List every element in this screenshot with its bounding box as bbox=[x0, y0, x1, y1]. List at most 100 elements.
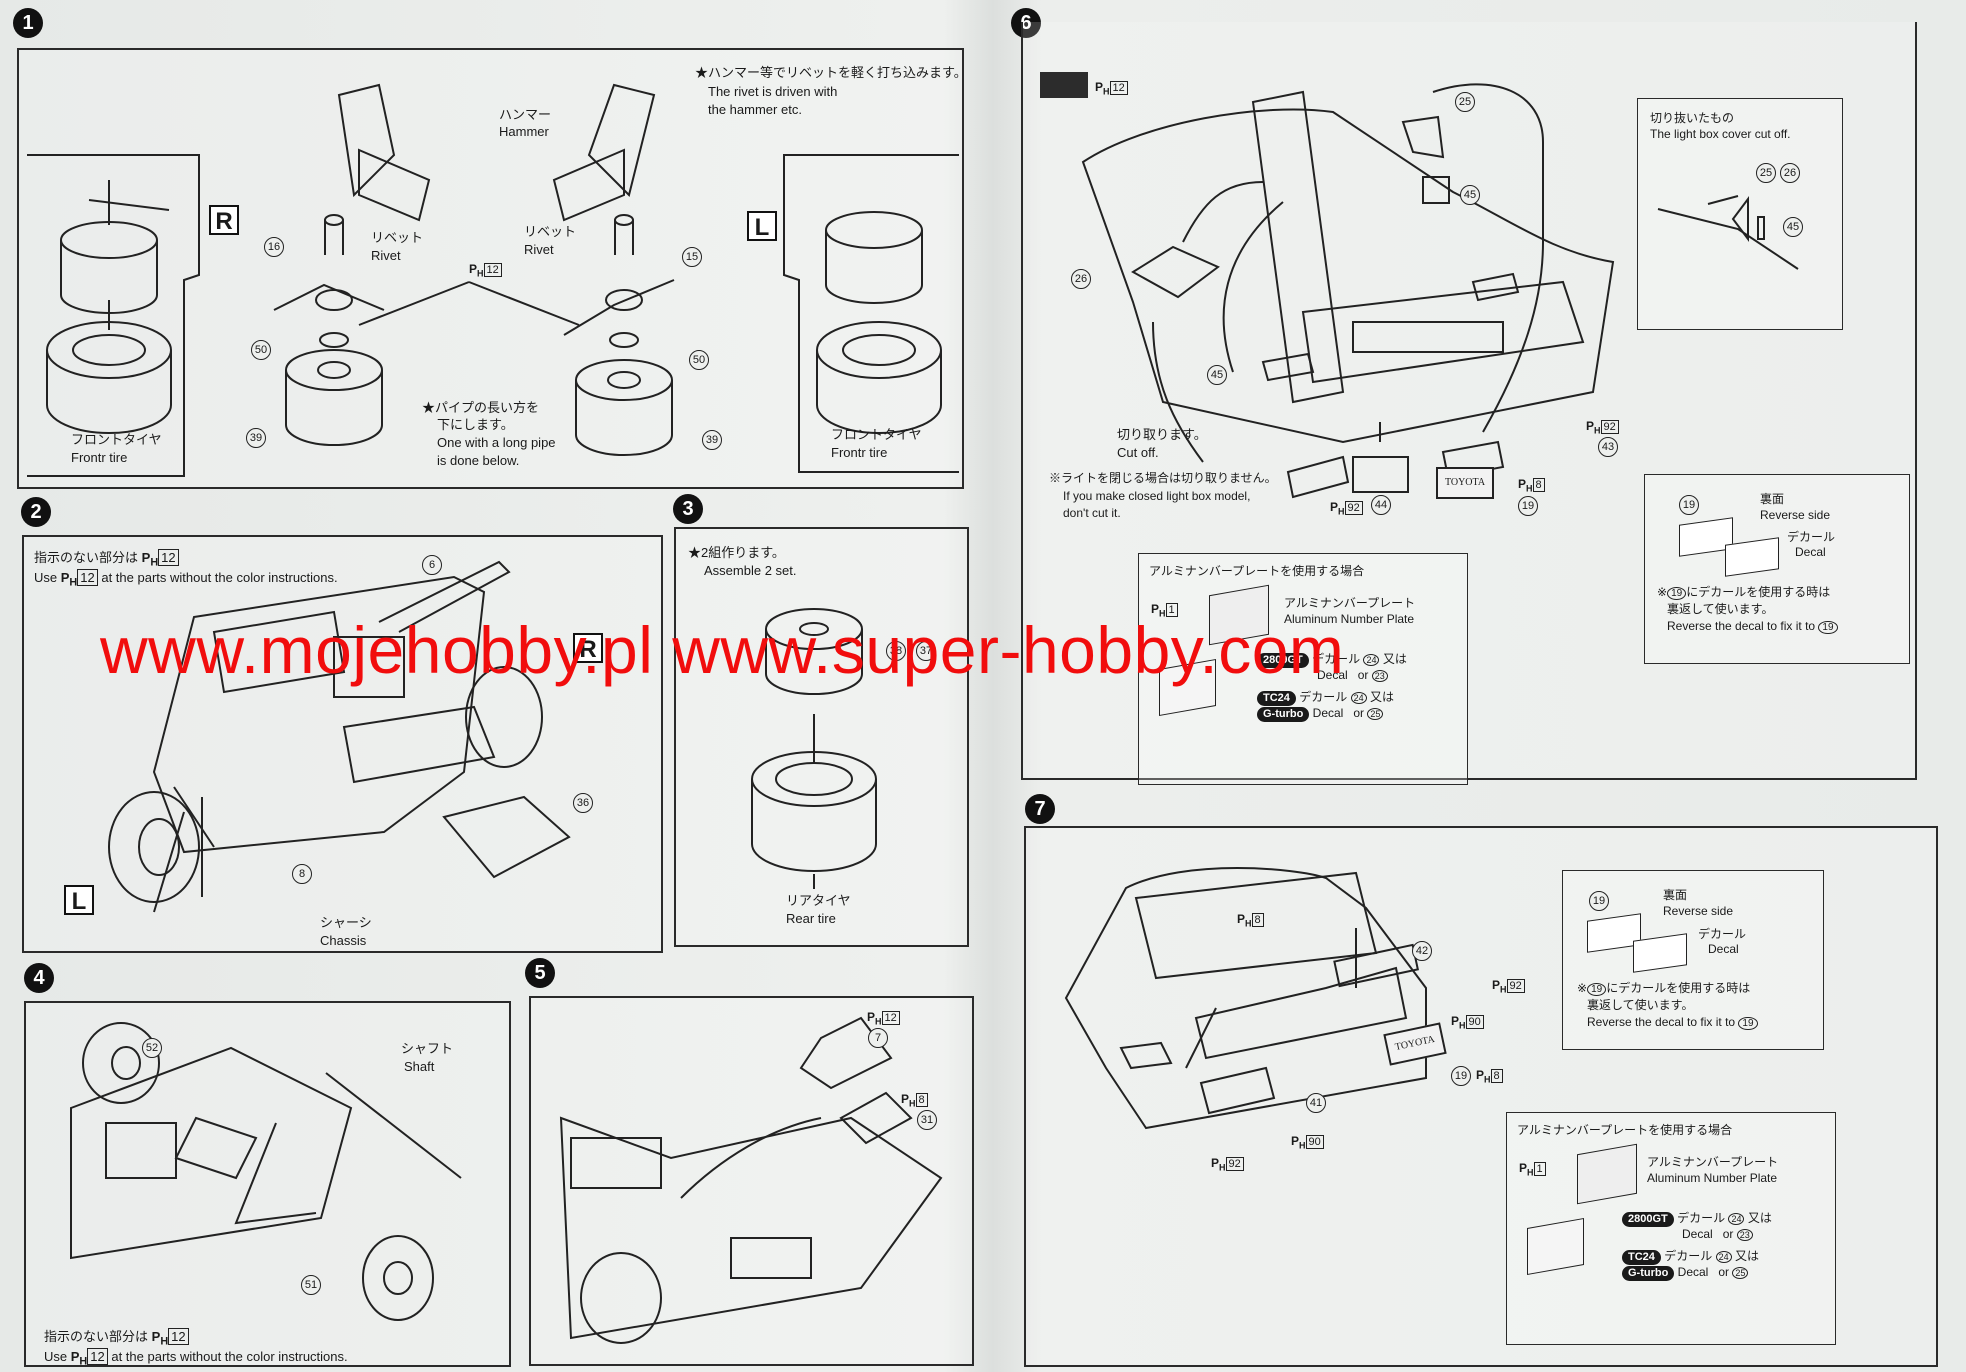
alu-title: アルミナンバープレートを使用する場合 bbox=[1149, 564, 1365, 578]
alu-title: アルミナンバープレートを使用する場合 bbox=[1517, 1123, 1733, 1137]
reverse-side-jp: 裏面 bbox=[1663, 888, 1688, 902]
decal-jp: デカール bbox=[1787, 530, 1836, 544]
number-plate: TOYOTA bbox=[1436, 467, 1494, 499]
part-number: 19 bbox=[1451, 1066, 1471, 1086]
step-number-7: 7 bbox=[1025, 794, 1055, 824]
pipe-note-en-2: is done below. bbox=[437, 453, 520, 468]
step-number-4: 4 bbox=[24, 963, 54, 993]
reverse-side-jp: 裏面 bbox=[1760, 492, 1785, 506]
rivet-label-left-jp: リベット bbox=[371, 230, 424, 245]
part-number: 50 bbox=[689, 350, 709, 370]
rivet-label-left-en: Rivet bbox=[371, 248, 401, 263]
part-number: 39 bbox=[702, 430, 722, 450]
closed-note-jp: ※ライトを閉じる場合は切り取りません。 bbox=[1049, 471, 1277, 485]
step3-note-en: Assemble 2 set. bbox=[704, 563, 797, 578]
reverse-side-en: Reverse side bbox=[1663, 904, 1734, 918]
part-number: 8 bbox=[292, 864, 312, 884]
part-number: 16 bbox=[264, 237, 284, 257]
rivet-label-right-jp: リベット bbox=[524, 224, 577, 239]
step7-drawing bbox=[1026, 828, 1940, 1369]
part-number: 37 bbox=[916, 641, 936, 661]
shaft-label-en: Shaft bbox=[404, 1059, 435, 1074]
rear-tire-jp: リアタイヤ bbox=[786, 893, 851, 908]
decal-row-2: TC24 デカール 24 又は bbox=[1257, 690, 1394, 706]
fix-note-en: Reverse the decal to fix it to 19 bbox=[1667, 619, 1838, 635]
decal-row-1: 2800GT デカール 24 又は bbox=[1622, 1211, 1772, 1227]
front-tire-left-jp: フロントタイヤ bbox=[71, 432, 162, 447]
right-side-marker: R bbox=[573, 633, 603, 663]
decal-row-2-en: G-turbo Decal or 25 bbox=[1622, 1265, 1749, 1281]
part-number: 39 bbox=[246, 428, 266, 448]
part-number: 19 bbox=[1589, 891, 1609, 911]
part-number: 25 bbox=[1455, 92, 1475, 112]
step3-panel: ★2組作ります。 Assemble 2 set. リアタイヤ Rear tire… bbox=[674, 527, 969, 947]
part-number: 31 bbox=[917, 1110, 937, 1130]
part-number: 36 bbox=[573, 793, 593, 813]
part-number: 7 bbox=[868, 1028, 888, 1048]
alu-label-en: Aluminum Number Plate bbox=[1647, 1171, 1778, 1185]
cut-off-jp: 切り取ります。 bbox=[1117, 427, 1207, 442]
hammer-label-en: Hammer bbox=[499, 124, 549, 139]
cut-out-box: 切り抜いたもの The light box cover cut off. 25 … bbox=[1637, 98, 1843, 330]
chassis-label-jp: シャーシ bbox=[320, 915, 372, 930]
part-number: 51 bbox=[301, 1275, 321, 1295]
part-number: 44 bbox=[1371, 495, 1391, 515]
decal-en: Decal bbox=[1708, 942, 1739, 956]
chassis-label-en: Chassis bbox=[320, 933, 367, 948]
part-number: 15 bbox=[682, 247, 702, 267]
decal-row-1-en: Decal or 23 bbox=[1682, 1227, 1753, 1243]
reverse-side-en: Reverse side bbox=[1760, 508, 1831, 522]
cut-box-en: The light box cover cut off. bbox=[1650, 127, 1791, 141]
decal-row-2-en: G-turbo Decal or 25 bbox=[1257, 706, 1384, 722]
step1-note-en-2: the hammer etc. bbox=[708, 102, 802, 117]
step5-drawing bbox=[531, 998, 976, 1368]
part-number: 19 bbox=[1518, 496, 1538, 516]
part-number: 25 bbox=[1756, 163, 1776, 183]
closed-note-en-1: If you make closed light box model, bbox=[1063, 489, 1251, 503]
alu-label-jp: アルミナンバープレート bbox=[1284, 596, 1416, 610]
decal-row-1-en: Decal or 23 bbox=[1317, 668, 1388, 684]
alu-label-jp: アルミナンバープレート bbox=[1647, 1155, 1779, 1169]
part-number: 45 bbox=[1207, 365, 1227, 385]
fix-note-en: Reverse the decal to fix it to 19 bbox=[1587, 1015, 1758, 1031]
fix-note-jp-2: 裏返して使います。 bbox=[1587, 998, 1694, 1012]
part-number: 50 bbox=[251, 340, 271, 360]
part-number: 26 bbox=[1071, 269, 1091, 289]
right-side-marker: R bbox=[209, 205, 239, 235]
cut-box-jp: 切り抜いたもの bbox=[1650, 111, 1735, 125]
part-number: 52 bbox=[142, 1038, 162, 1058]
shaft-label-jp: シャフト bbox=[401, 1041, 454, 1056]
cut-off-en: Cut off. bbox=[1117, 445, 1159, 460]
step3-note-jp: ★2組作ります。 bbox=[688, 545, 785, 560]
step2-drawing bbox=[24, 537, 665, 955]
step-number-6: 6 bbox=[1011, 8, 1041, 38]
part-number: 43 bbox=[1598, 437, 1618, 457]
step-number-3: 3 bbox=[673, 494, 703, 524]
part-number: 42 bbox=[1412, 941, 1432, 961]
pipe-note-jp-1: ★パイプの長い方を bbox=[422, 400, 540, 415]
rivet-label-right-en: Rivet bbox=[524, 242, 554, 257]
step6-drawing bbox=[1023, 22, 1919, 780]
step1-drawing bbox=[19, 50, 966, 491]
